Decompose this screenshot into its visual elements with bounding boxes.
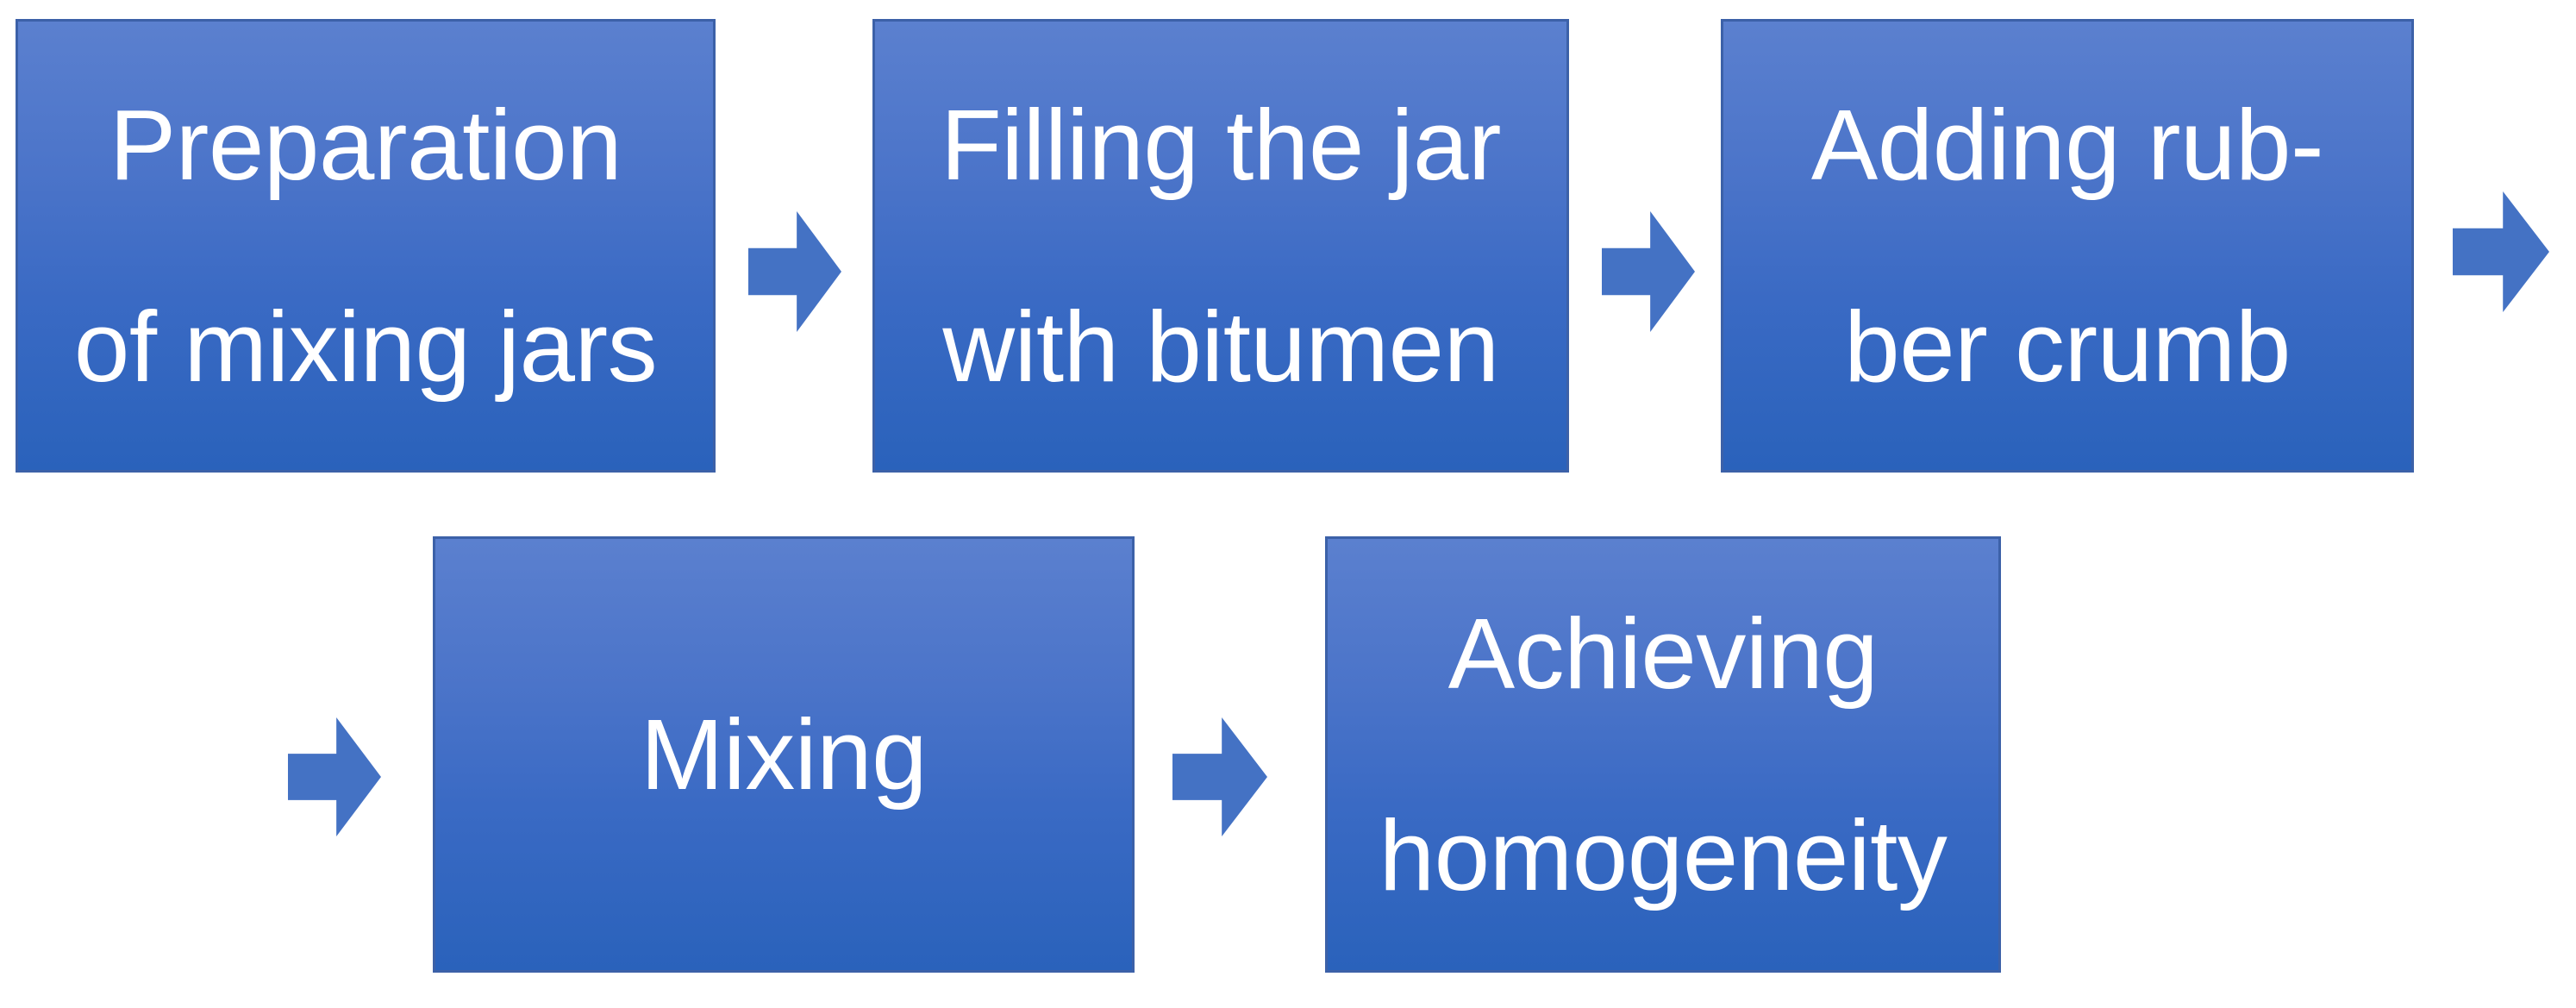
process-step-label-line1: Preparation [109,89,622,201]
process-step-preparation[interactable]: Preparation of mixing jars [16,19,716,473]
right-arrow-icon [288,717,381,836]
process-step-filling[interactable]: Filling the jar with bitumen [872,19,1569,473]
process-step-label-line2: of mixing jars [73,291,658,403]
process-step-label-line1: Adding rub- [1810,89,2324,201]
process-step-label-line1: Filling the jar [940,89,1502,201]
right-arrow-icon [1172,717,1267,836]
process-step-mixing[interactable]: Mixing [433,536,1135,973]
process-step-label-line1: Mixing [640,698,928,811]
process-step-label-line2: with bitumen [942,291,1499,403]
right-arrow-icon [1602,211,1695,332]
right-arrow-icon [2453,191,2549,312]
process-step-homogeneity[interactable]: Achieving homogeneity [1325,536,2001,973]
process-step-label-line2: homogeneity [1379,799,1948,911]
process-step-label-line2: ber crumb [1844,291,2291,403]
process-step-rubber-crumb[interactable]: Adding rub- ber crumb [1721,19,2414,473]
process-step-label-line1: Achieving [1447,598,1879,710]
right-arrow-icon [748,211,841,332]
